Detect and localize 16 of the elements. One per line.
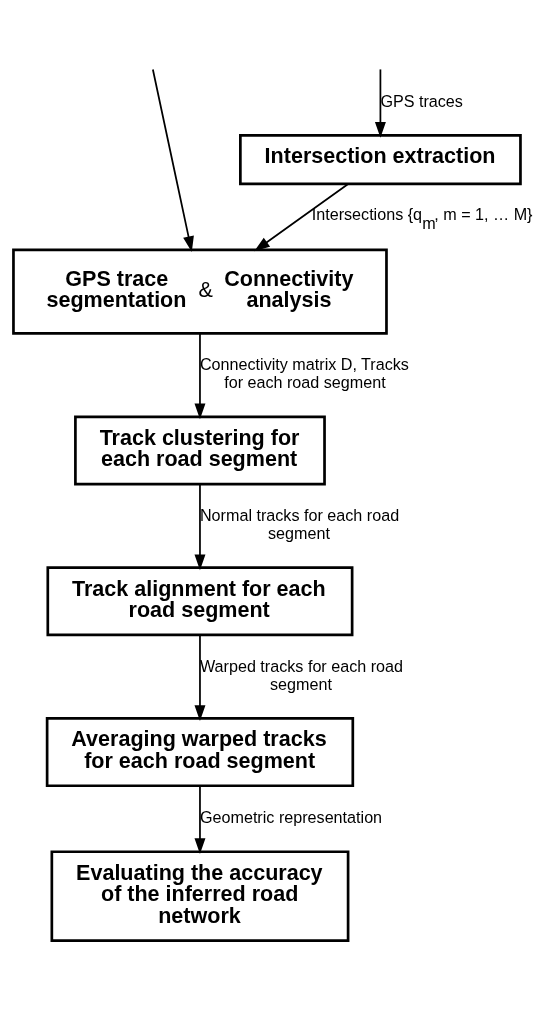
arrow (194, 634, 206, 721)
arrow (194, 785, 206, 854)
edge-label: Normal tracks for each road segment (199, 506, 400, 542)
node-box: Averaging warped tracks for each road segment (45, 717, 355, 788)
arrow (152, 68, 194, 252)
node-box: Evaluating the accuracy of the inferred road network (50, 850, 350, 942)
arrow (194, 483, 206, 571)
node-box: Intersection extraction (239, 134, 522, 186)
arrow (374, 68, 386, 138)
edge-label: Geometric representation (199, 807, 383, 826)
arrow (254, 183, 350, 252)
node-box: Track clustering for each road segment (74, 415, 326, 486)
node-box: Track alignment for each road segment (46, 566, 354, 637)
edge-label: Connectivity matrix D, Tracks for each road segment (199, 355, 409, 391)
edge-label: GPS traces (380, 91, 463, 110)
arrow (194, 332, 206, 420)
